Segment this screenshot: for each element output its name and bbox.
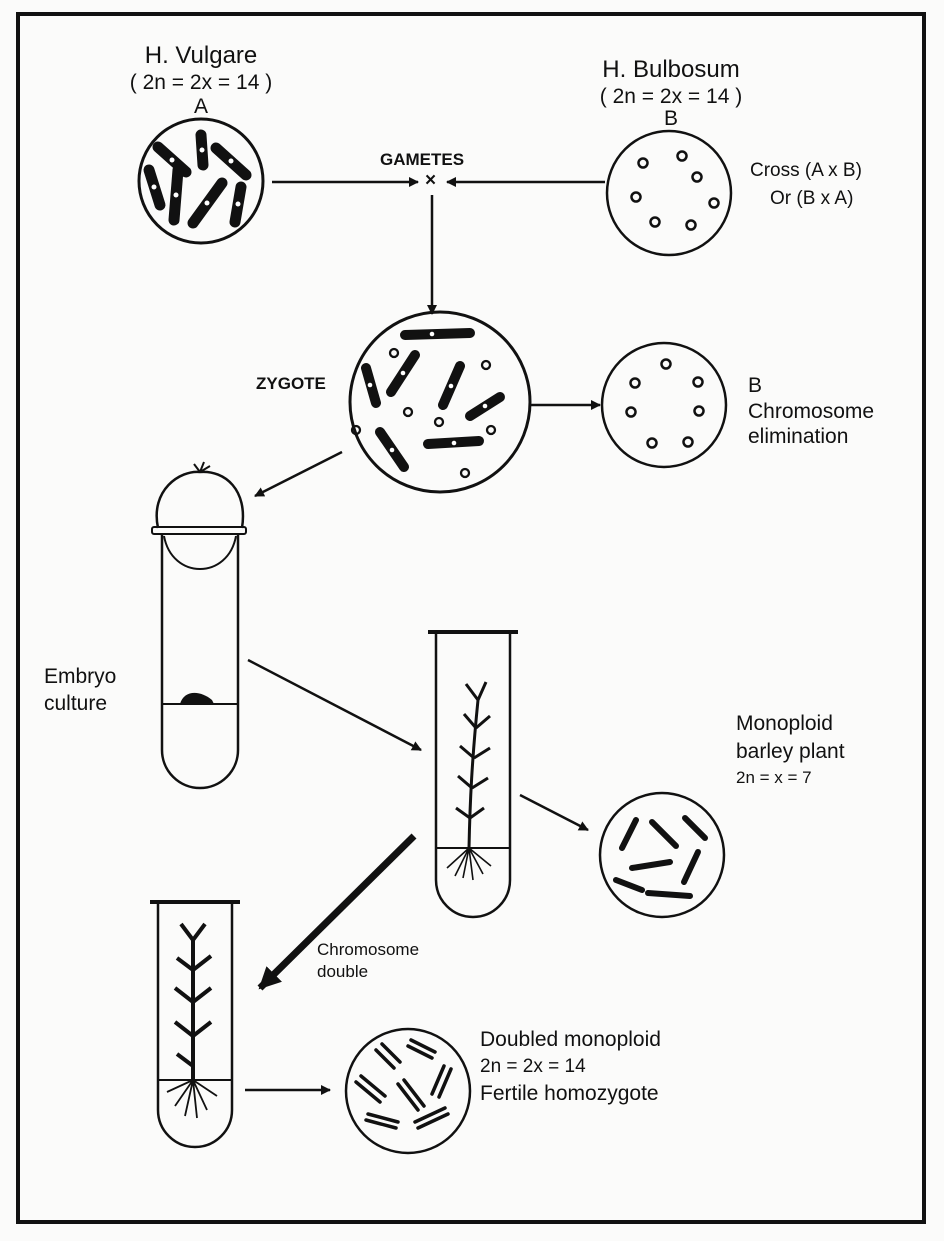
ovary-top [157, 472, 243, 528]
doubled-line3: Fertile homozygote [480, 1082, 659, 1106]
cell-b-bulbosum [607, 131, 731, 255]
cross-label-line1: Cross (A x B) [750, 160, 862, 182]
doubled-monoploid-cell [346, 1029, 470, 1153]
parent-a-letter: A [126, 95, 276, 119]
doubled-line1: Doubled monoploid [480, 1028, 661, 1052]
plantlet-tube [428, 632, 518, 917]
monoploid-line2: barley plant [736, 740, 845, 764]
cross-symbol: × [425, 170, 436, 192]
monoploid-line1: Monoploid [736, 712, 833, 736]
embryo-culture-line2: culture [44, 692, 107, 716]
zygote-label: ZYGOTE [256, 374, 326, 394]
plantlet-roots [447, 848, 491, 880]
arrow-embryo-to-plantlet [248, 660, 421, 750]
zygote-a-chromosomes [366, 333, 500, 467]
cell-b-chromosomes [632, 152, 719, 230]
embryo-culture-line1: Embryo [44, 665, 116, 689]
chromosome-double-line1: Chromosome [317, 940, 419, 960]
doubled-plant-roots [167, 1080, 217, 1118]
gametes-label: GAMETES [380, 150, 464, 170]
doubled-plant-tube [150, 902, 240, 1147]
parent-b-name: H. Bulbosum [586, 56, 756, 84]
eliminated-chromosomes [627, 360, 704, 448]
plantlet-shoot [456, 682, 490, 848]
doubled-plant-shoot [175, 924, 211, 1080]
parent-a-name: H. Vulgare [126, 42, 276, 70]
arrow-zygote-to-ovary [255, 452, 342, 496]
elimination-letter: B [748, 374, 762, 398]
cell-a-vulgare [139, 119, 263, 243]
elimination-cell [602, 343, 726, 467]
parent-b-letter: B [596, 107, 746, 131]
parent-b-ploidy: ( 2n = 2x = 14 ) [596, 85, 746, 109]
elimination-line2: elimination [748, 425, 848, 449]
cross-label-line2: Or (B x A) [770, 188, 853, 210]
cell-a-chromosomes [149, 135, 246, 223]
doubled-line2: 2n = 2x = 14 [480, 1056, 586, 1078]
embryo-culture-tube [152, 462, 246, 788]
zygote-cell [350, 312, 530, 492]
monoploid-cell [600, 793, 724, 917]
monoploid-chromosomes [616, 818, 705, 896]
chromosome-double-line2: double [317, 962, 368, 982]
doubled-chromosomes [356, 1040, 451, 1128]
elimination-line1: Chromosome [748, 400, 874, 424]
monoploid-line3: 2n = x = 7 [736, 768, 812, 788]
parent-a-ploidy: ( 2n = 2x = 14 ) [126, 71, 276, 95]
arrow-plantlet-to-monoploid [520, 795, 588, 830]
